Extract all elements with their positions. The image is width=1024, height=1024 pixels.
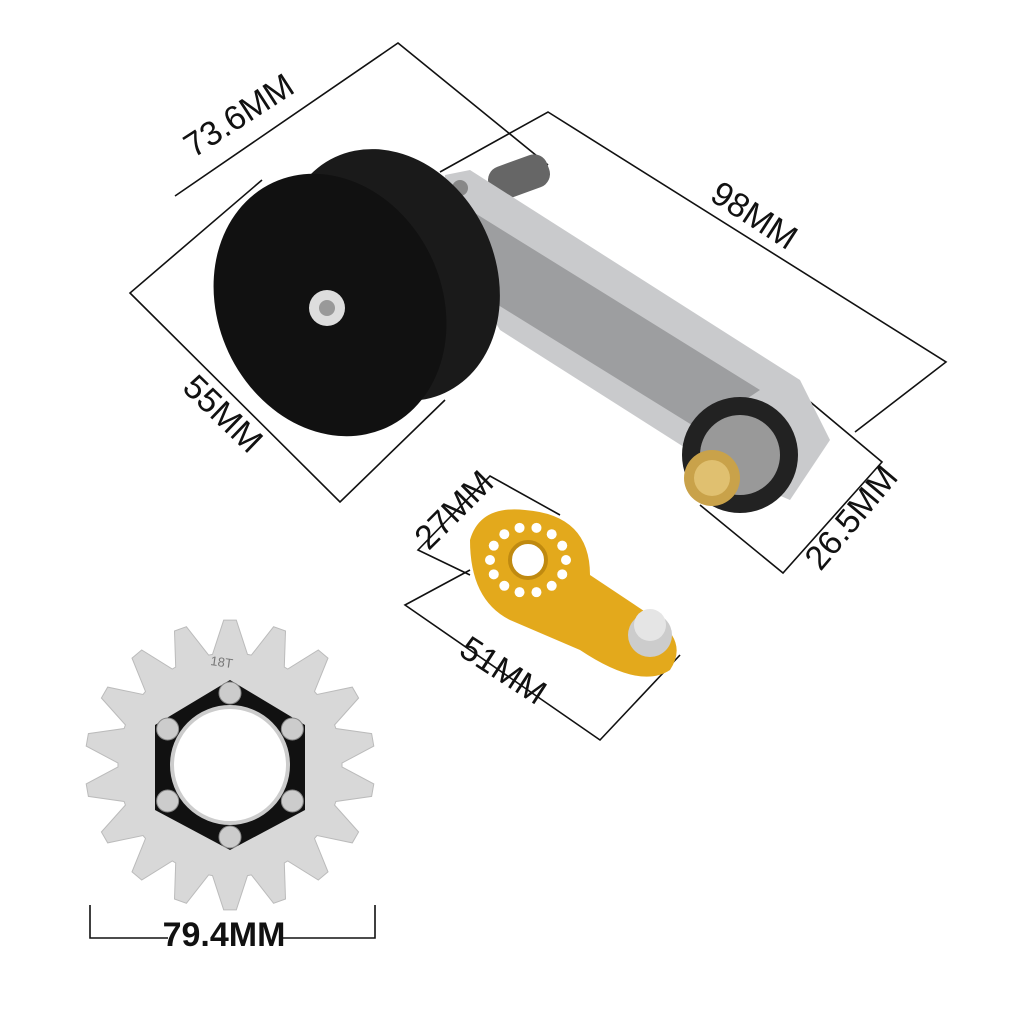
gold-bracket: [470, 509, 677, 677]
bracket-hole: [561, 555, 571, 565]
dim-arm-length: 98MM: [704, 174, 804, 257]
dim-arm-end-width: 26.5MM: [798, 459, 906, 578]
bracket-hole: [499, 580, 510, 591]
cog-sprocket: 18T: [85, 619, 375, 911]
cog-tooth-count: 18T: [210, 653, 234, 671]
bracket-hole: [546, 529, 557, 540]
dimension-lines: [89, 42, 948, 939]
tensioner-arm: [440, 154, 830, 513]
dim-bracket-length: 51MM: [453, 629, 553, 712]
dim-pulley-length: 73.6MM: [177, 66, 301, 165]
pulley-wheel: [213, 149, 500, 437]
cog-bolt: [156, 789, 180, 813]
bracket-hole: [488, 569, 499, 580]
bracket-hole: [485, 555, 495, 565]
bracket-hole: [531, 587, 542, 598]
bracket-hole: [488, 540, 499, 551]
cog-bolt: [156, 717, 180, 741]
bracket-hole: [514, 522, 525, 533]
dim-cog-diameter: 79.4MM: [163, 916, 286, 954]
cog-bolt: [280, 789, 304, 813]
bracket-hole: [499, 529, 510, 540]
bracket-hole: [557, 540, 568, 551]
bracket-hole: [546, 580, 557, 591]
cog-bolt: [218, 681, 242, 705]
cog-bolt: [218, 825, 242, 849]
bracket-hole: [531, 522, 542, 533]
bracket-hole: [514, 587, 525, 598]
cog-bolt: [280, 717, 304, 741]
bracket-hole: [557, 569, 568, 580]
